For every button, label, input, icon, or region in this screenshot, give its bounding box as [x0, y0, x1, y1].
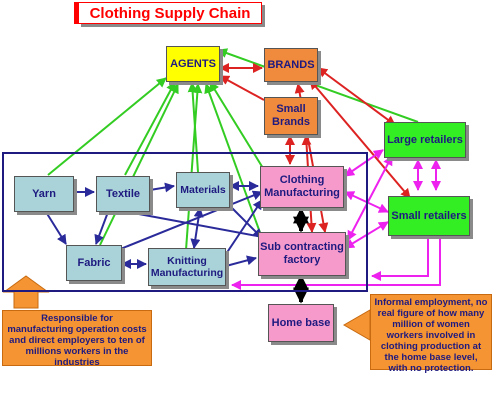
arrow-subcontract-large-retailers [347, 155, 393, 241]
note-right: Informal employment, no real figure of h… [370, 294, 492, 373]
arrow-knitting-clothing [225, 199, 263, 255]
arrow-clothing-agents [209, 81, 267, 174]
node-yarn: Yarn [14, 176, 74, 212]
node-fabric: Fabric [66, 245, 122, 281]
arrow-brands-small-brands [219, 75, 265, 101]
node-small-brands: Small Brands [264, 97, 318, 135]
arrow-yarn-agents [47, 77, 167, 176]
right-note-pointer [342, 309, 371, 341]
arrow-brands-large-retailers [317, 67, 396, 126]
arrow-textile-agents [124, 81, 176, 176]
node-textile: Textile [96, 176, 150, 212]
node-small-retailers: Small retailers [388, 196, 470, 236]
node-sub-contracting-factory: Sub contracting factory [258, 232, 346, 276]
manufacturing-frame [2, 152, 368, 292]
arrow-fabric-clothing [117, 190, 263, 251]
arrow-materials-knitting [190, 207, 204, 249]
node-clothing-manufacturing: Clothing Manufacturing [260, 166, 344, 208]
left-note-pointer [2, 275, 50, 309]
note-left: Responsible for manufacturing operation … [2, 310, 152, 368]
node-brands: BRANDS [264, 48, 318, 82]
node-home-base: Home base [268, 304, 334, 342]
node-knitting-manufacturing: Knitting Manufacturing [148, 248, 226, 286]
arrow-yarn-fabric [45, 211, 67, 245]
arrow-textile-materials [149, 182, 175, 193]
arrow-retailers-frame-b [371, 236, 429, 281]
arrow-textile-fabric [94, 211, 109, 245]
node-agents: AGENTS [166, 46, 220, 82]
arrow-fabric-agents [99, 83, 179, 246]
node-materials: Materials [176, 172, 230, 208]
arrow-materials-subcontract [225, 201, 263, 239]
arrow-knitting-subcontract [225, 255, 257, 267]
diagram-title: Clothing Supply Chain [78, 2, 262, 24]
node-large-retailers: Large retailers [384, 122, 466, 158]
arrow-agents-large-retailers [217, 48, 419, 123]
